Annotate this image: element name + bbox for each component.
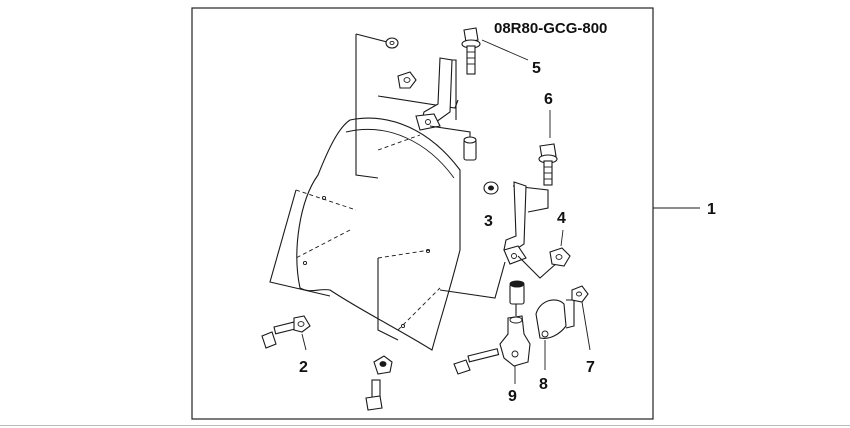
nut-icon — [571, 285, 589, 303]
windscreen-icon — [296, 117, 461, 351]
callout-7-leader — [581, 301, 591, 351]
guide-line-lower-dash — [397, 287, 441, 331]
callout-4-leader — [560, 229, 564, 247]
callout-8: 8 — [539, 376, 548, 393]
guide-line-nut-4 — [517, 255, 559, 279]
nut-icon — [373, 355, 393, 375]
page-bottom-rule — [0, 425, 850, 426]
bracket-icon — [503, 181, 527, 265]
guide-line-mid — [377, 258, 399, 341]
callout-6: 6 — [544, 91, 553, 108]
bolt-icon — [365, 379, 383, 411]
callout-5-leader — [481, 39, 529, 61]
bolt-icon — [538, 143, 558, 186]
callout-5: 5 — [532, 60, 541, 77]
guide-line-stay — [512, 185, 549, 213]
collar-icon — [509, 280, 525, 305]
guide-line-top-dash — [377, 134, 421, 151]
diagram-frame — [191, 7, 654, 420]
guide-line-top — [355, 34, 379, 179]
clamp-icon — [535, 299, 567, 339]
washer-icon — [483, 181, 499, 195]
guide-line-left-dash — [295, 189, 357, 211]
guide-line-nut — [377, 95, 459, 109]
callout-1: 1 — [707, 201, 716, 218]
guide-line-left — [269, 189, 331, 297]
callout-2-leader — [301, 333, 307, 351]
callout-9: 9 — [508, 388, 517, 405]
callout-4: 4 — [557, 210, 566, 227]
collar-icon — [463, 136, 477, 161]
washer-icon — [293, 315, 311, 333]
bolt-icon — [461, 27, 481, 75]
guide-line-upper-dash — [295, 229, 351, 259]
washer-icon — [385, 37, 399, 49]
bolt-icon — [261, 321, 298, 349]
callout-3: 3 — [484, 213, 493, 230]
guide-line-mid-dash — [377, 249, 431, 259]
bolt-icon — [453, 348, 500, 375]
callout-2: 2 — [299, 359, 308, 376]
clamp-icon — [499, 315, 531, 367]
bracket-icon — [415, 57, 453, 131]
part-code: 08R80-GCG-800 — [494, 20, 607, 37]
nut-icon — [397, 71, 417, 89]
guide-line-right — [439, 261, 506, 299]
nut-icon — [549, 247, 571, 267]
guide-line-clamp-8 — [565, 299, 575, 329]
guide-line-collar-top — [429, 125, 471, 140]
callout-7: 7 — [586, 359, 595, 376]
